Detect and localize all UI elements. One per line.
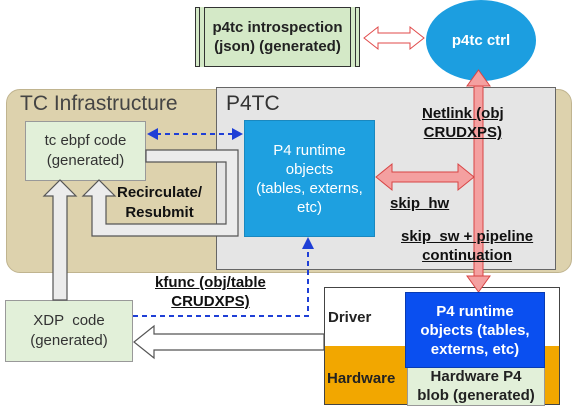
driver-label: Driver [328,309,372,326]
tc-ebpf-line-2: (generated) [46,152,125,169]
kfunc-label-line-2: CRUDXPS) [171,293,250,310]
recirculate-label-line-1: Recirculate/ [117,184,203,201]
kfunc-label: kfunc (obj/table CRUDXPS) [155,273,266,311]
kfunc-label-line-1: kfunc (obj/table [155,274,266,291]
introspection-line-2: (json) (generated) [214,38,341,55]
introspection-line-1: p4tc introspection [212,19,343,36]
skip-sw-label-line-2: continuation [422,247,513,264]
driver-p4-runtime-node: P4 runtime objects (tables, externs, etc… [405,292,545,368]
skip-sw-label: skip_sw + pipeline continuation [401,227,533,265]
skip-hw-arrow [375,162,475,192]
skip-hw-label: skip_hw [390,195,450,212]
driver-runtime-line-1: P4 runtime [436,302,514,320]
hardware-label: Hardware [327,370,396,387]
p4-runtime-node: P4 runtime objects (tables, externs, etc… [244,120,375,237]
p4-runtime-line-3: (tables, externs, [256,179,363,197]
driver-runtime-line-2: objects (tables, [420,321,530,339]
recirculate-label: Recirculate/ Resubmit [117,183,202,223]
ebpf-runtime-dashed-arrow [147,128,243,140]
netlink-label: Netlink (obj CRUDXPS) [422,104,504,142]
hw-blob-line-1: Hardware P4 [430,368,522,385]
p4tc-title: P4TC [226,92,280,115]
p4-runtime-line-4: etc) [296,198,322,216]
xdp-line-1: XDP code [33,312,105,329]
tc-infrastructure-title: TC Infrastructure [20,92,178,115]
xdp-line-2: (generated) [30,332,108,349]
introspection-node: p4tc introspection (json) (generated) [195,7,360,67]
tc-ebpf-node: tc ebpf code (generated) [25,121,146,181]
recirculate-arrow [81,149,239,237]
recirculate-label-line-2: Resubmit [125,204,194,221]
hw-blob-line-2: blob (generated) [417,387,535,404]
skip-sw-label-line-1: skip_sw + pipeline [401,228,534,245]
xdp-to-tc-arrow [42,179,78,301]
kfunc-dashed-arrow [133,237,314,317]
netlink-arrow [466,69,491,293]
driver-runtime-line-3: externs, etc) [430,340,520,358]
p4tc-ctrl-label: p4tc ctrl [451,32,511,49]
netlink-label-line-1: Netlink (obj [422,105,504,122]
netlink-label-line-2: CRUDXPS) [423,124,502,141]
p4-runtime-line-1: P4 runtime [273,141,346,159]
tc-ebpf-line-1: tc ebpf code [44,132,127,149]
driver-to-xdp-arrow [133,324,325,360]
xdp-node: XDP code (generated) [5,300,133,362]
p4-runtime-line-2: objects [285,160,334,178]
p4tc-ctrl-node: p4tc ctrl [426,0,536,81]
introspection-ctrl-arrow [363,25,425,51]
